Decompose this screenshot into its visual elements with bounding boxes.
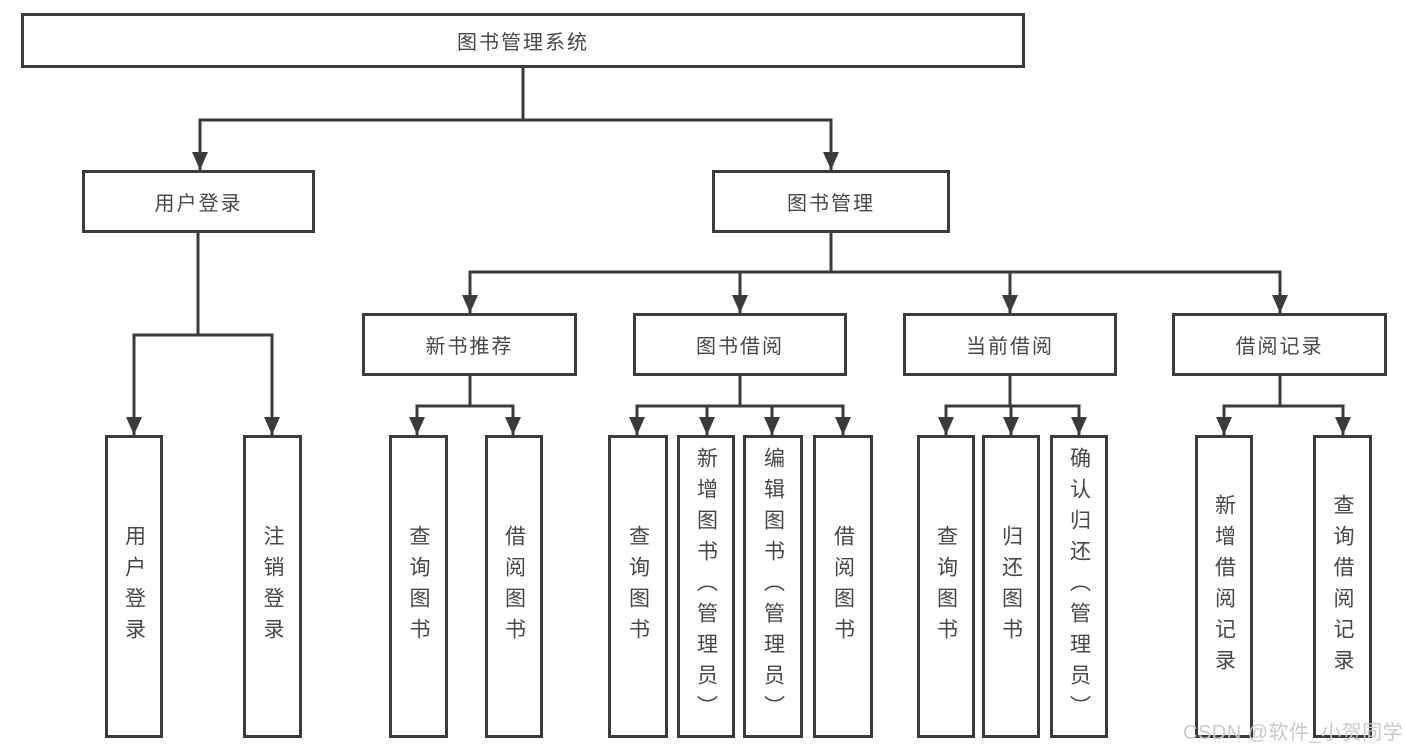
node-new-book-recommendation: 新书推荐 — [362, 313, 577, 376]
arrow-down-icon — [1003, 417, 1019, 435]
arrow-down-icon — [823, 152, 839, 170]
arrow-down-icon — [1071, 417, 1087, 435]
arrow-down-icon — [1216, 417, 1232, 435]
arrow-down-icon — [462, 295, 478, 313]
node-book-management: 图书管理 — [712, 170, 950, 233]
arrowheads — [126, 152, 1351, 435]
leaf-borrow-books: 借阅图书 — [485, 435, 543, 738]
leaf-logout: 注销登录 — [243, 435, 302, 738]
leaf-borrow-books: 借阅图书 — [813, 435, 873, 738]
arrow-down-icon — [938, 417, 954, 435]
connector-user-login-to-leaves — [132, 231, 274, 437]
arrow-down-icon — [126, 417, 142, 435]
node-borrowing-records: 借阅记录 — [1172, 313, 1387, 376]
connector-root-to-level2 — [198, 66, 833, 172]
leaf-return-books: 归还图书 — [982, 435, 1040, 738]
arrow-down-icon — [835, 417, 851, 435]
connector-book-mgmt-to-level3 — [468, 231, 1282, 315]
arrow-down-icon — [1002, 295, 1018, 313]
leaf-add-borrow-record: 新增借阅记录 — [1195, 435, 1253, 738]
leaf-confirm-return-admin: 确认归还（管理员） — [1050, 435, 1108, 738]
arrow-down-icon — [192, 152, 208, 170]
arrow-down-icon — [1335, 417, 1351, 435]
leaf-user-login: 用户登录 — [105, 435, 163, 738]
arrow-down-icon — [264, 417, 280, 435]
node-book-borrowing: 图书借阅 — [633, 313, 847, 376]
connector-borrow-records-to-leaves — [1222, 374, 1345, 437]
node-user-login: 用户登录 — [82, 170, 315, 233]
arrow-down-icon — [505, 417, 521, 435]
arrow-down-icon — [1272, 295, 1288, 313]
leaf-edit-books-admin: 编辑图书（管理员） — [743, 435, 803, 738]
leaf-query-books: 查询图书 — [917, 435, 975, 738]
leaf-query-books: 查询图书 — [389, 435, 448, 738]
node-current-borrowing: 当前借阅 — [903, 313, 1117, 376]
node-root-library-system: 图书管理系统 — [21, 13, 1025, 68]
csdn-watermark: CSDN @软件_小贺同学 — [1183, 722, 1404, 744]
arrow-down-icon — [629, 417, 645, 435]
connector-new-book-to-leaves — [415, 374, 515, 437]
arrow-down-icon — [732, 295, 748, 313]
leaf-query-borrow-record: 查询借阅记录 — [1313, 435, 1372, 738]
arrow-down-icon — [409, 417, 425, 435]
connector-book-borrow-to-leaves — [635, 374, 845, 437]
leaf-query-books: 查询图书 — [608, 435, 668, 738]
leaf-add-books-admin: 新增图书（管理员） — [677, 435, 735, 738]
arrow-down-icon — [699, 417, 715, 435]
arrow-down-icon — [764, 417, 780, 435]
